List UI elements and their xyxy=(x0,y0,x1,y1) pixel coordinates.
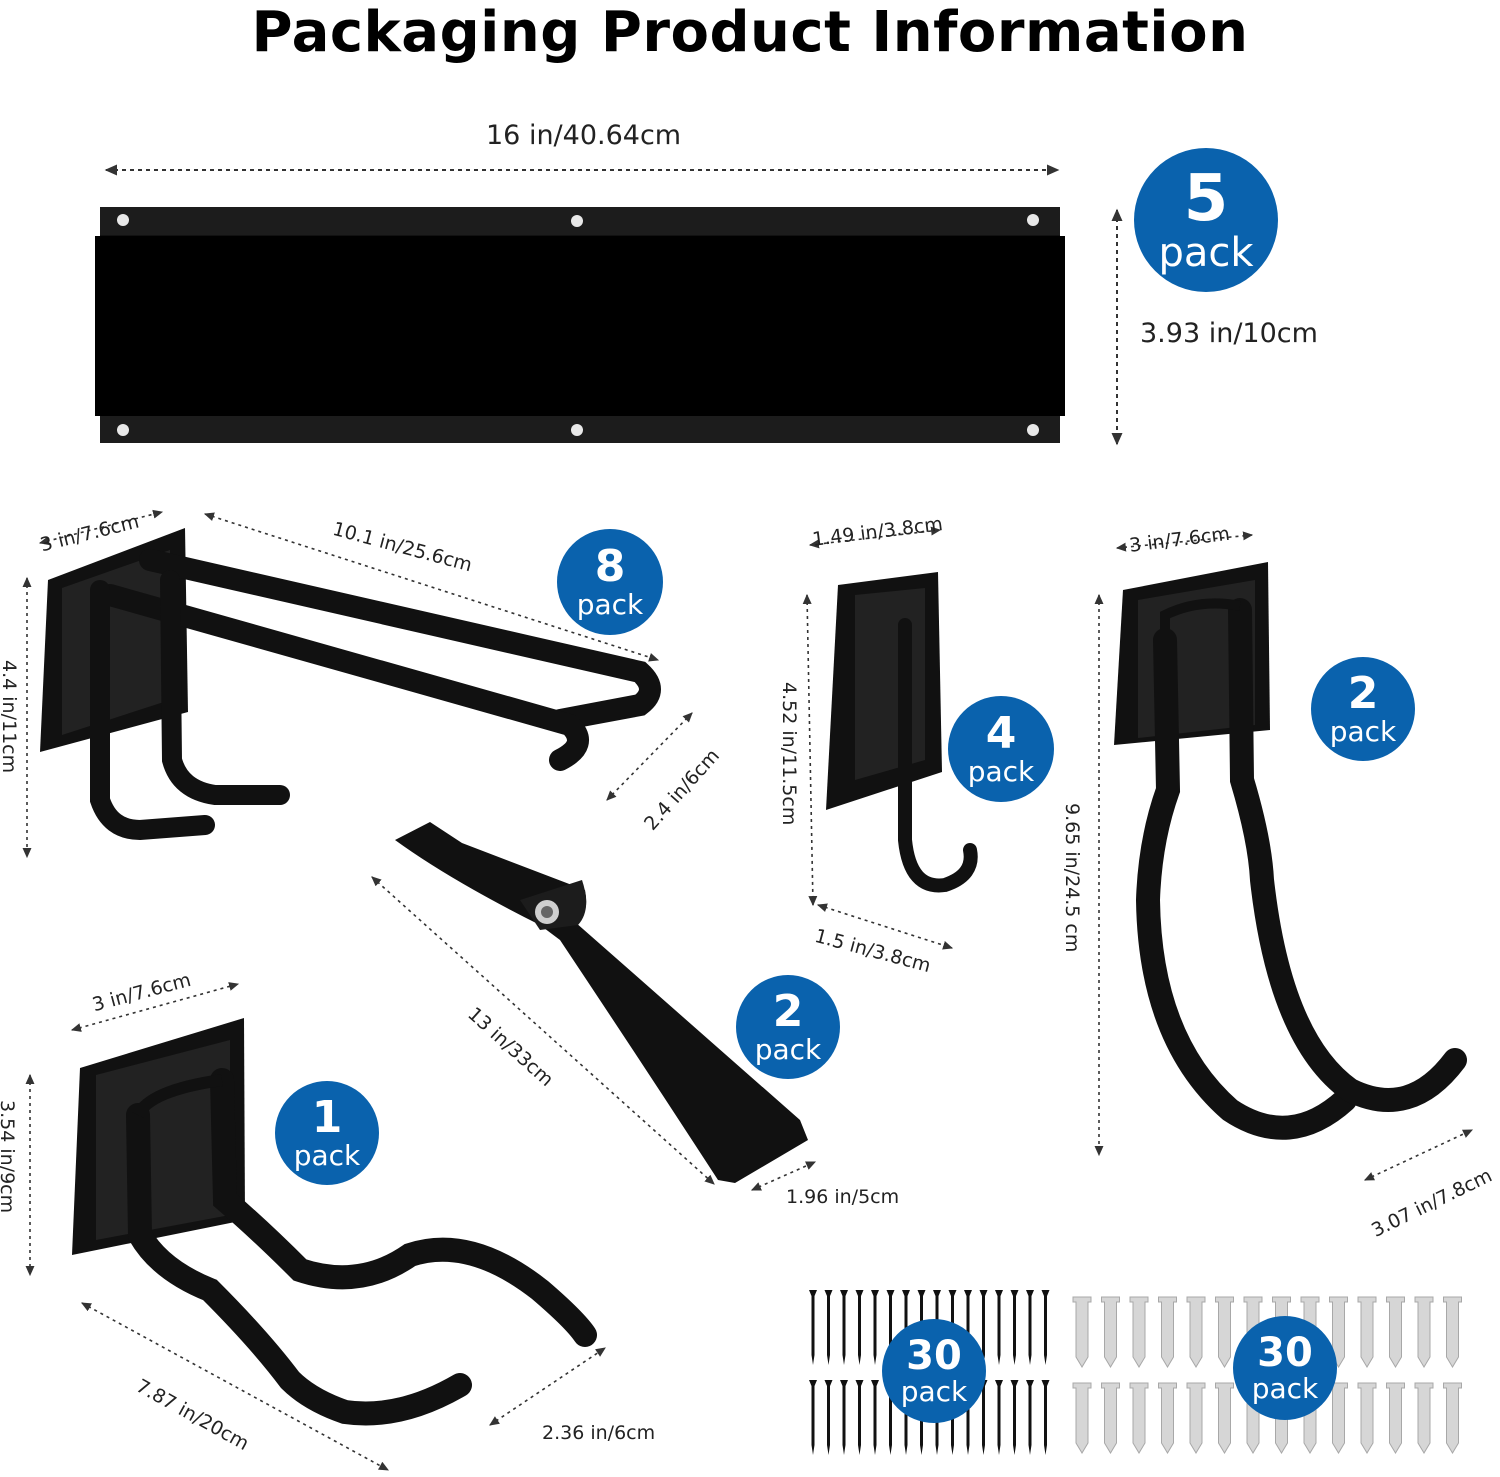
j-hook-depth-arrow xyxy=(816,903,954,950)
page-title: Packaging Product Information xyxy=(251,0,1249,65)
j-hook-width-arrow xyxy=(808,526,942,549)
double-hook-height-label: 4.4 in/11cm xyxy=(0,660,20,774)
anchors-pack-unit: pack xyxy=(1251,1372,1319,1405)
j-hook-pack-badge: 4 pack xyxy=(948,696,1054,802)
rail-image xyxy=(95,207,1065,443)
j-hook-height-label: 4.52 in/11.5cm xyxy=(778,682,800,826)
anchors-pack-number: 30 xyxy=(1257,1330,1313,1376)
bike-hook-width-arrow xyxy=(1115,531,1254,552)
rail-pack-badge: 5 pack xyxy=(1134,148,1278,292)
wide-hook-length-arrow xyxy=(81,1302,389,1471)
j-hook-pack-number: 4 xyxy=(985,708,1017,759)
screws-pack-number: 30 xyxy=(906,1333,962,1379)
strap-pack-number: 2 xyxy=(772,986,804,1037)
bike-hook-image xyxy=(1114,562,1467,1140)
wide-hook-height-label: 3.54 in/9cm xyxy=(0,1100,18,1214)
strap-width-label: 1.96 in/5cm xyxy=(786,1186,900,1208)
rail-width-label: 16 in/40.64cm xyxy=(486,120,682,151)
bike-hook-height-label: 9.65 in/24.5 cm xyxy=(1061,803,1083,953)
strap-pack-badge: 2 pack xyxy=(736,975,840,1079)
double-hook-pack-unit: pack xyxy=(576,588,644,621)
bike-hook-pack-number: 2 xyxy=(1347,668,1379,719)
strap-pack-unit: pack xyxy=(754,1033,822,1066)
double-hook-image xyxy=(40,528,661,841)
wide-hook-tip-arrow xyxy=(489,1347,606,1426)
double-hook-pack-badge: 8 pack xyxy=(557,529,663,635)
wide-hook-image xyxy=(72,1018,597,1426)
wide-hook-width-arrow xyxy=(70,982,240,1032)
anchors-pack-badge: 30 pack xyxy=(1233,1316,1337,1420)
double-hook-length-arrow xyxy=(203,512,660,662)
wide-hook-pack-badge: 1 pack xyxy=(275,1081,379,1185)
bike-hook-pack-badge: 2 pack xyxy=(1311,657,1415,761)
j-hook-height-arrow xyxy=(802,593,818,907)
bike-hook-pack-unit: pack xyxy=(1329,715,1397,748)
rail-height-label: 3.93 in/10cm xyxy=(1140,318,1318,349)
wide-hook-pack-unit: pack xyxy=(293,1139,361,1172)
screws-pack-badge: 30 pack xyxy=(882,1319,986,1423)
rail-pack-number: 5 xyxy=(1183,162,1229,236)
screws-pack-unit: pack xyxy=(900,1375,968,1408)
double-hook-pack-number: 8 xyxy=(594,541,626,592)
j-hook-pack-unit: pack xyxy=(967,755,1035,788)
j-hook-image xyxy=(826,572,978,893)
rail-pack-unit: pack xyxy=(1158,230,1254,276)
strap-width-arrow xyxy=(750,1161,817,1191)
wide-hook-tip-label: 2.36 in/6cm xyxy=(542,1422,656,1444)
wide-hook-pack-number: 1 xyxy=(311,1092,343,1143)
bike-hook-tip-arrow xyxy=(1363,1129,1474,1181)
